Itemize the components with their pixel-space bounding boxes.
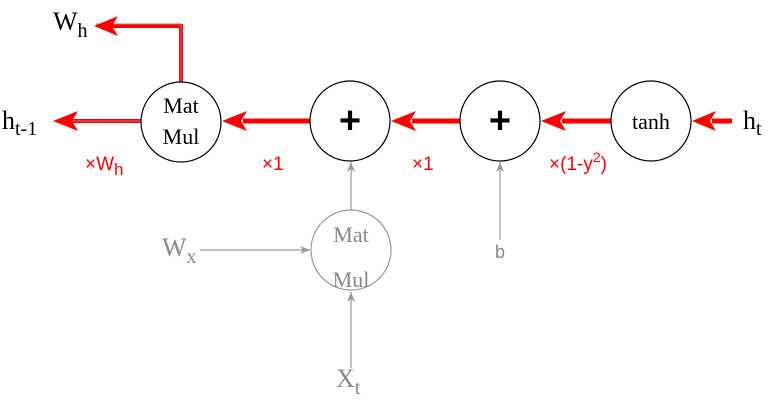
node-tanh-circle <box>610 80 692 162</box>
label-x-t-base: X <box>336 364 355 393</box>
grad-label-tanh: ×(1-y2) <box>549 149 607 175</box>
node-matmul-x-circle <box>310 209 392 291</box>
label-w-h-base: W <box>53 7 78 36</box>
label-w-h-sub: h <box>78 20 88 42</box>
node-tanh-label: tanh <box>632 109 670 134</box>
grad-arrowhead-add1 <box>391 111 416 131</box>
node-add-2: + <box>459 80 541 162</box>
label-w-x: Wx <box>162 233 197 268</box>
node-matmul-h-circle <box>140 81 222 163</box>
node-matmul-x: Mat Mul <box>310 209 392 292</box>
node-matmul-x-line2: Mul <box>333 267 370 292</box>
label-w-x-base: W <box>162 233 187 262</box>
grad-label-add2: ×1 <box>412 154 434 175</box>
label-h-prev-base: h <box>2 106 15 135</box>
node-matmul-h: Mat Mul <box>140 81 222 163</box>
node-add-1-circle <box>309 80 391 162</box>
node-add-2-label: + <box>489 100 511 142</box>
label-w-h: Wh <box>53 7 88 42</box>
grad-label-tanh-sup: 2 <box>593 149 601 165</box>
label-h-t: ht <box>743 106 762 140</box>
label-h-t-base: h <box>743 106 756 135</box>
grad-arrowhead-wh <box>94 16 118 36</box>
grad-edge-matmulh-to-wh <box>112 24 183 82</box>
node-add-1-label: + <box>339 100 361 142</box>
label-h-t-sub: t <box>756 118 762 140</box>
node-matmul-x-line1: Mat <box>333 222 368 247</box>
grad-arrowhead-tanh <box>692 111 716 131</box>
label-h-prev: ht-1 <box>2 106 37 140</box>
grad-label-w-h: ×Wh <box>85 154 124 179</box>
label-h-prev-sub: t-1 <box>15 118 37 140</box>
node-add-2-circle <box>459 80 541 162</box>
node-add-1: + <box>309 80 391 162</box>
label-x-t: Xt <box>336 364 361 399</box>
backward-edges <box>53 16 732 131</box>
grad-label-w-h-prefix: ×W <box>85 154 114 175</box>
grad-label-add1: ×1 <box>262 154 284 175</box>
forward-edge-wh-inner <box>96 23 182 82</box>
grad-label-w-h-sub: h <box>114 160 123 179</box>
label-x-t-sub: t <box>355 377 361 399</box>
node-matmul-h-line2: Mul <box>163 124 200 149</box>
forward-edges <box>200 162 504 368</box>
label-b: b <box>495 242 505 262</box>
node-matmul-h-line1: Mat <box>163 93 198 118</box>
grad-label-tanh-prefix: ×(1-y <box>549 154 593 175</box>
label-w-x-sub: x <box>187 246 197 268</box>
grad-arrowhead-matmulh <box>222 111 247 131</box>
grad-arrowhead-add2 <box>541 111 566 131</box>
grad-label-tanh-suffix: ) <box>601 154 607 175</box>
grad-arrowhead-hprev <box>53 111 78 131</box>
node-tanh: tanh <box>610 80 692 162</box>
